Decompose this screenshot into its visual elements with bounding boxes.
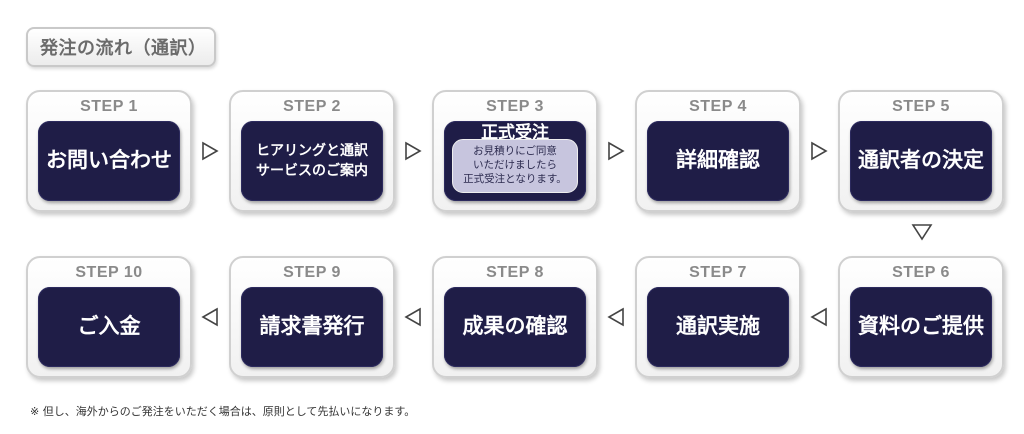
step-text: 請求書発行 bbox=[241, 287, 383, 367]
triangle-right-icon bbox=[811, 141, 828, 161]
triangle-right-icon bbox=[405, 141, 422, 161]
triangle-right-icon bbox=[202, 141, 219, 161]
step-note-line: いただけましたら bbox=[473, 159, 557, 172]
step-text: 通訳実施 bbox=[647, 287, 789, 367]
step-9: STEP 9 請求書発行 bbox=[229, 256, 395, 378]
step-6: STEP 6 資料のご提供 bbox=[838, 256, 1004, 378]
step-3: STEP 3 正式受注 お見積りにご同意 いただけましたら 正式受注となります。 bbox=[432, 90, 598, 212]
step-text: 詳細確認 bbox=[647, 121, 789, 201]
triangle-right-icon bbox=[608, 141, 625, 161]
step-1: STEP 1 お問い合わせ bbox=[26, 90, 192, 212]
step-text: 成果の確認 bbox=[444, 287, 586, 367]
step-label: STEP 7 bbox=[689, 264, 747, 281]
step-text: ヒアリングと通訳 サービスのご案内 bbox=[241, 121, 383, 201]
step-label: STEP 8 bbox=[486, 264, 544, 281]
step-title: 正式受注 bbox=[481, 123, 549, 143]
triangle-left-icon bbox=[404, 307, 421, 327]
step-4: STEP 4 詳細確認 bbox=[635, 90, 801, 212]
step-text-line: サービスのご案内 bbox=[256, 163, 368, 179]
triangle-left-icon bbox=[607, 307, 624, 327]
step-note: お見積りにご同意 いただけましたら 正式受注となります。 bbox=[452, 139, 578, 193]
step-note-line: 正式受注となります。 bbox=[463, 172, 567, 185]
triangle-left-icon bbox=[810, 307, 827, 327]
triangle-down-icon bbox=[911, 224, 933, 241]
step-text: 通訳者の決定 bbox=[850, 121, 992, 201]
step-7: STEP 7 通訳実施 bbox=[635, 256, 801, 378]
step-label: STEP 9 bbox=[283, 264, 341, 281]
step-note-line: お見積りにご同意 bbox=[473, 145, 557, 158]
step-label: STEP 6 bbox=[892, 264, 950, 281]
step-text-line: ヒアリングと通訳 bbox=[256, 142, 368, 159]
step-text: お問い合わせ bbox=[38, 121, 180, 201]
step-label: STEP 4 bbox=[689, 98, 747, 115]
step-label: STEP 2 bbox=[283, 98, 341, 115]
step-text: 正式受注 お見積りにご同意 いただけましたら 正式受注となります。 bbox=[444, 121, 586, 201]
step-label: STEP 1 bbox=[80, 98, 138, 115]
step-2: STEP 2 ヒアリングと通訳 サービスのご案内 bbox=[229, 90, 395, 212]
step-text: 資料のご提供 bbox=[850, 287, 992, 367]
triangle-left-icon bbox=[201, 307, 218, 327]
step-5: STEP 5 通訳者の決定 bbox=[838, 90, 1004, 212]
step-text: ご入金 bbox=[38, 287, 180, 367]
step-10: STEP 10 ご入金 bbox=[26, 256, 192, 378]
step-label: STEP 5 bbox=[892, 98, 950, 115]
footnote: ※ 但し、海外からのご発注をいただく場合は、原則として先払いになります。 bbox=[30, 405, 416, 418]
flow-title: 発注の流れ（通訳） bbox=[26, 27, 216, 67]
step-8: STEP 8 成果の確認 bbox=[432, 256, 598, 378]
step-label: STEP 3 bbox=[486, 98, 544, 115]
step-label: STEP 10 bbox=[75, 264, 143, 281]
